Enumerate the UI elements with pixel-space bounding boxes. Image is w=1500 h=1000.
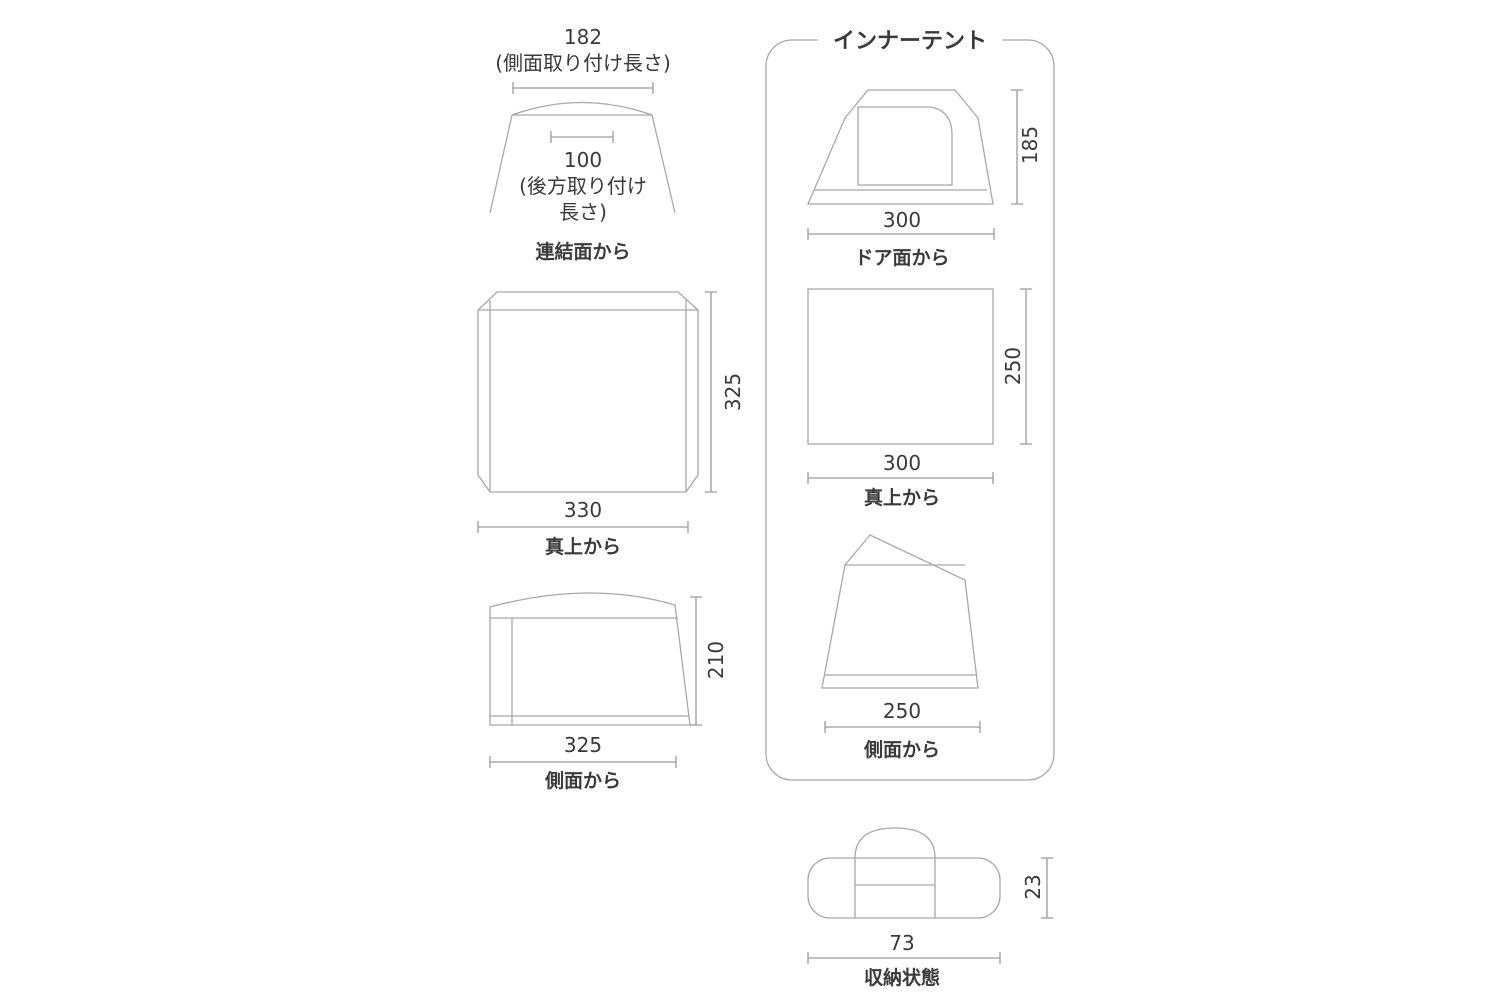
inner-door-caption: ドア面から [854, 247, 949, 269]
front-view: 182 (側面取り付け長さ) 100 (後方取り付け 長さ) 連結面から [489, 25, 676, 263]
top-width-dimension-line [477, 521, 689, 533]
inner-tent-panel: インナーテント 185 300 ドア面から 250 300 真上から 250 側… [765, 26, 1055, 781]
inner-top-width-dimension-line [807, 472, 994, 484]
bag-height-value: 23 [1021, 874, 1045, 899]
inner-side-outline [821, 534, 979, 689]
top-view: 325 330 真上から [477, 291, 745, 558]
inner-door-width-dimension-line [807, 228, 995, 240]
inner-tent-title: インナーテント [833, 29, 987, 54]
inner-top-width-value: 300 [883, 451, 921, 475]
top-depth-value: 325 [721, 373, 745, 411]
storage-caption: 収納状態 [864, 966, 940, 989]
side-height-value: 210 [704, 641, 728, 679]
side-height-dimension-line [690, 596, 702, 726]
side-width-value: 182 [564, 25, 602, 49]
side-length-value: 325 [564, 733, 602, 757]
side-view: 210 325 側面から [489, 592, 728, 792]
side-view-caption: 側面から [544, 770, 621, 792]
inner-top-outline [807, 288, 994, 445]
inner-side-caption: 側面から [863, 739, 940, 761]
inner-side-width-value: 250 [883, 699, 921, 723]
inner-door-width-value: 300 [883, 208, 921, 232]
inner-tent-frame [765, 39, 1055, 781]
top-view-caption: 真上から [545, 535, 621, 558]
side-width-dimension-line [512, 82, 654, 94]
rear-width-dimension-line [550, 131, 614, 143]
front-view-caption: 連結面から [535, 240, 630, 263]
rear-width-value: 100 [564, 148, 602, 172]
inner-door-outline [807, 89, 994, 205]
rear-width-note-2: 長さ) [559, 200, 607, 224]
bag-handle [854, 827, 936, 918]
front-outline [489, 101, 676, 214]
inner-top-depth-dimension-line [1020, 288, 1032, 445]
top-depth-dimension-line [705, 291, 717, 493]
side-length-dimension-line [489, 756, 677, 768]
inner-top-caption: 真上から [864, 486, 940, 509]
inner-side-width-dimension-line [824, 721, 981, 733]
bag-height-dimension-line [1041, 857, 1053, 919]
rear-width-note-1: (後方取り付け [519, 174, 647, 198]
inner-door-height-dimension-line [1011, 89, 1023, 205]
bag-width-dimension-line [807, 952, 1001, 964]
bag-width-value: 73 [889, 931, 914, 955]
bag-body [807, 857, 1001, 919]
top-outline [477, 291, 699, 493]
inner-door-height-value: 185 [1018, 126, 1042, 164]
inner-top-depth-value: 250 [1001, 347, 1025, 385]
side-width-note: (側面取り付け長さ) [495, 51, 671, 75]
storage-bag: 23 73 収納状態 [807, 827, 1053, 989]
side-outline [489, 592, 691, 726]
top-width-value: 330 [564, 498, 602, 522]
